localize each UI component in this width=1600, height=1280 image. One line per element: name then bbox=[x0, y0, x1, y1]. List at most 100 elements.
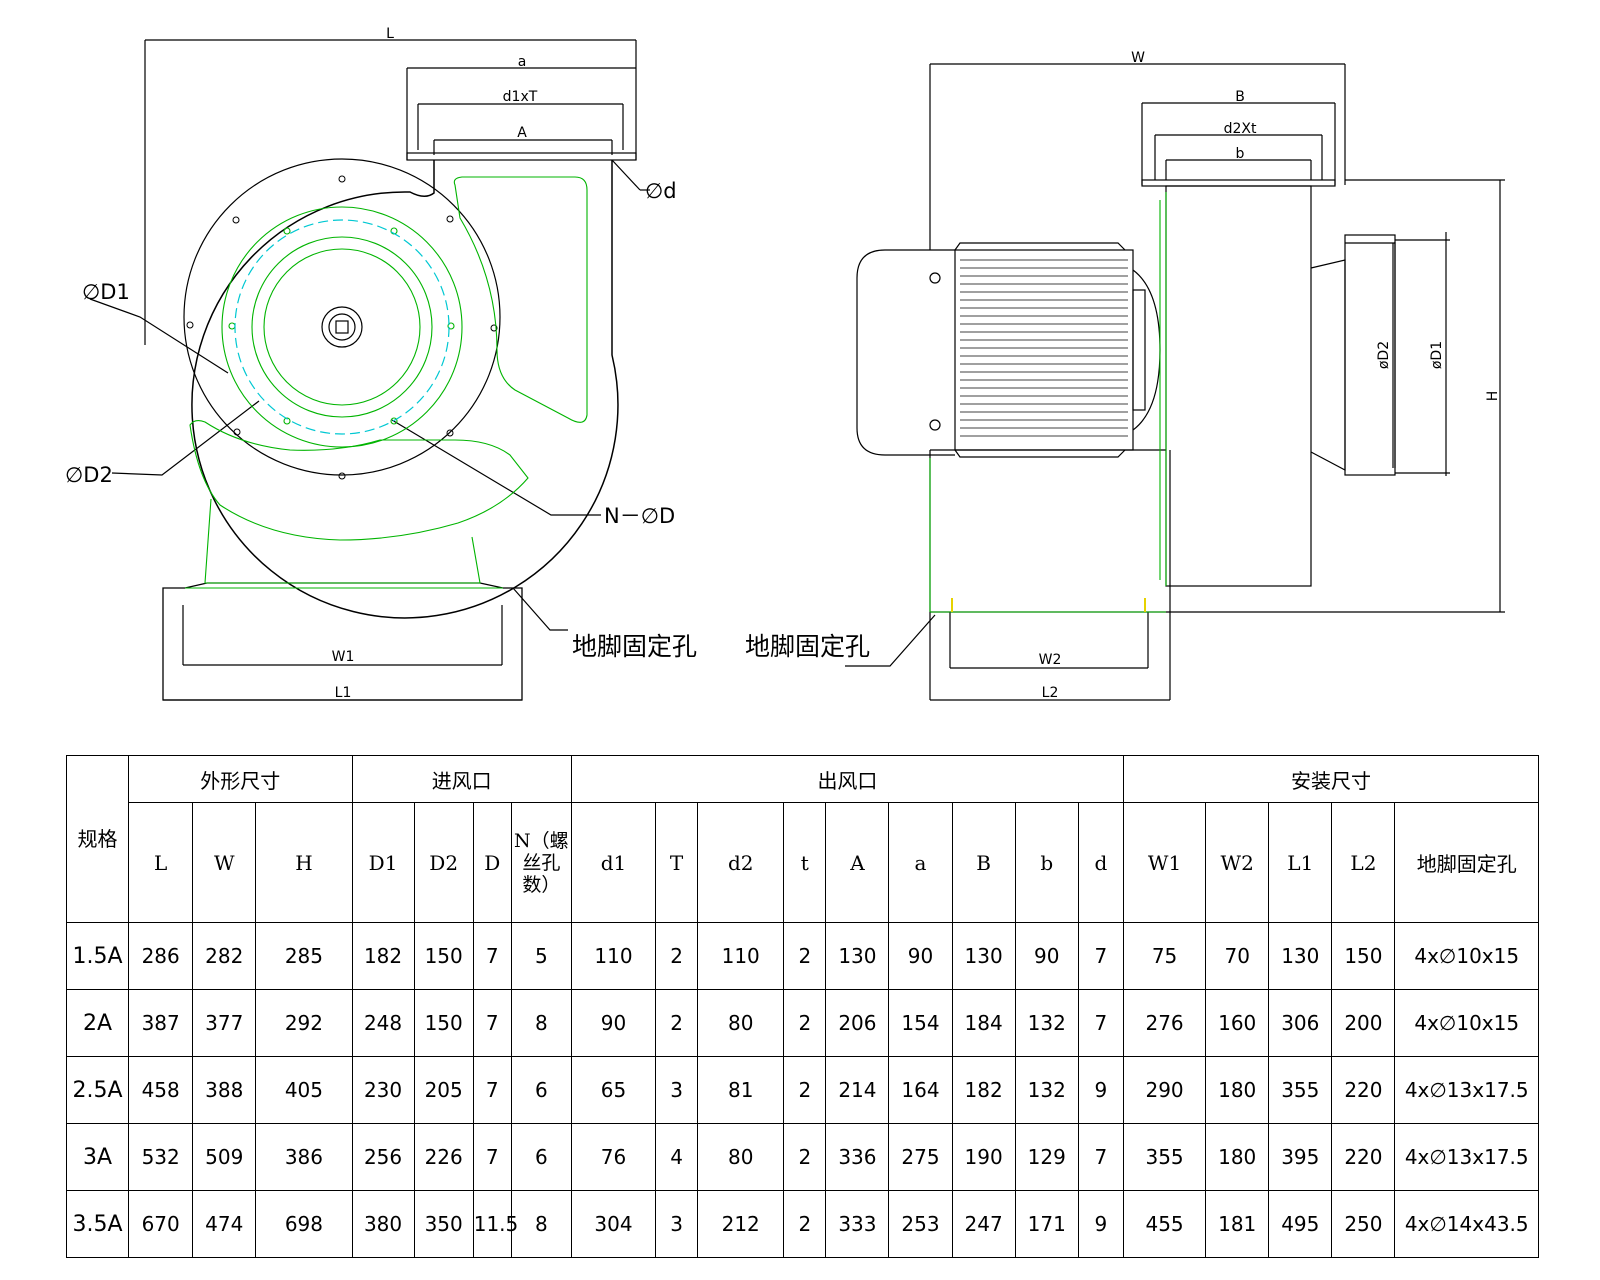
front-view-green bbox=[185, 176, 588, 589]
inlet-header: 进风口 bbox=[351, 755, 572, 803]
table-cell: 3 bbox=[655, 1190, 699, 1258]
table-cell: 4x∅14x43.5 bbox=[1394, 1190, 1539, 1258]
table-cell: 70 bbox=[1205, 922, 1270, 990]
table-cell: 130 bbox=[825, 922, 890, 990]
table-cell: 2 bbox=[783, 989, 827, 1057]
side-view-yellow bbox=[951, 598, 1146, 612]
col-header: W bbox=[192, 802, 257, 923]
dim-D2-label-front: ∅D2 bbox=[65, 463, 113, 487]
table-cell: 7 bbox=[472, 922, 512, 990]
col-header: W1 bbox=[1122, 802, 1207, 923]
dim-W1-label: W1 bbox=[332, 649, 355, 665]
bolt-circle bbox=[234, 219, 450, 435]
column-header-row: L W H D1 D2 D N（螺丝孔数） d1 T d2 t A a B b … bbox=[67, 802, 1539, 923]
table-cell: 7 bbox=[472, 989, 512, 1057]
table-cell: 350 bbox=[413, 1190, 474, 1258]
table-cell: 129 bbox=[1014, 1123, 1079, 1191]
table-cell: 90 bbox=[570, 989, 657, 1057]
table-cell: 333 bbox=[825, 1190, 890, 1258]
col-header: A bbox=[825, 802, 890, 923]
table-cell: 7 bbox=[1077, 1123, 1124, 1191]
table-cell: 7 bbox=[1077, 922, 1124, 990]
table-cell: 7 bbox=[1077, 989, 1124, 1057]
table-cell: 76 bbox=[570, 1123, 657, 1191]
dim-L-label: L bbox=[386, 26, 394, 42]
table-cell: 230 bbox=[351, 1056, 415, 1124]
table-cell: 377 bbox=[192, 989, 257, 1057]
table-cell: 2 bbox=[783, 922, 827, 990]
table-cell: 698 bbox=[255, 1190, 353, 1258]
table-cell: 206 bbox=[825, 989, 890, 1057]
table-cell: 4x∅13x17.5 bbox=[1394, 1123, 1539, 1191]
fan-technical-drawing: L a d1xT A ∅d ∅D1 ∅D2 N－∅D W1 L1 地脚固定孔 W… bbox=[65, 26, 1505, 701]
table-cell: 184 bbox=[951, 989, 1016, 1057]
col-header: L2 bbox=[1331, 802, 1396, 923]
col-header: D2 bbox=[413, 802, 474, 923]
col-header: H bbox=[255, 802, 353, 923]
table-cell: 11.5 bbox=[472, 1190, 518, 1258]
dim-NxD-label: N－∅D bbox=[604, 504, 675, 528]
table-cell: 285 bbox=[255, 922, 353, 990]
table-cell: 226 bbox=[413, 1123, 474, 1191]
outline-header: 外形尺寸 bbox=[128, 755, 353, 803]
table-cell: 150 bbox=[413, 922, 474, 990]
table-cell: 405 bbox=[255, 1056, 353, 1124]
col-header: W2 bbox=[1205, 802, 1270, 923]
table-cell: 253 bbox=[888, 1190, 953, 1258]
table-cell: 355 bbox=[1122, 1123, 1207, 1191]
table-cell: 532 bbox=[128, 1123, 194, 1191]
table-cell: 306 bbox=[1268, 989, 1333, 1057]
table-cell: 181 bbox=[1205, 1190, 1270, 1258]
front-view bbox=[89, 39, 650, 701]
table-cell: 132 bbox=[1014, 1056, 1079, 1124]
table-cell: 4x∅13x17.5 bbox=[1394, 1056, 1539, 1124]
foot-hole-label-front: 地脚固定孔 bbox=[572, 632, 697, 661]
table-cell: 4 bbox=[655, 1123, 699, 1191]
table-cell: 282 bbox=[192, 922, 257, 990]
col-header: L bbox=[128, 802, 194, 923]
dim-d2xt-label: d2Xt bbox=[1224, 121, 1257, 137]
side-view bbox=[845, 63, 1505, 701]
dim-D2-label-side: øD2 bbox=[1376, 341, 1392, 369]
table-cell: 8 bbox=[510, 989, 572, 1057]
table-cell: 132 bbox=[1014, 989, 1079, 1057]
table-cell: 200 bbox=[1331, 989, 1396, 1057]
dim-L2-label: L2 bbox=[1042, 685, 1059, 701]
table-cell: 9 bbox=[1077, 1190, 1124, 1258]
table-cell: 495 bbox=[1268, 1190, 1333, 1258]
table-cell: 65 bbox=[570, 1056, 657, 1124]
dim-H-label: H bbox=[1485, 391, 1501, 402]
table-cell: 380 bbox=[351, 1190, 415, 1258]
table-cell: 386 bbox=[255, 1123, 353, 1191]
spec-model-cell: 3.5A bbox=[65, 1190, 130, 1258]
table-cell: 182 bbox=[951, 1056, 1016, 1124]
table-cell: 455 bbox=[1122, 1190, 1207, 1258]
table-cell: 2 bbox=[655, 922, 699, 990]
spec-model-cell: 2A bbox=[65, 989, 130, 1057]
table-cell: 205 bbox=[413, 1056, 474, 1124]
table-cell: 154 bbox=[888, 989, 953, 1057]
table-cell: 286 bbox=[128, 922, 194, 990]
table-cell: 182 bbox=[351, 922, 415, 990]
table-cell: 7 bbox=[472, 1123, 512, 1191]
table-cell: 190 bbox=[951, 1123, 1016, 1191]
table-cell: 110 bbox=[570, 922, 657, 990]
spec-model-cell: 3A bbox=[65, 1123, 130, 1191]
col-header: d bbox=[1077, 802, 1124, 923]
dim-b-label: b bbox=[1236, 146, 1245, 162]
table-cell: 110 bbox=[697, 922, 785, 990]
table-cell: 290 bbox=[1122, 1056, 1207, 1124]
table-cell: 2 bbox=[783, 1190, 827, 1258]
dim-W-label: W bbox=[1131, 50, 1145, 66]
table-cell: 212 bbox=[697, 1190, 785, 1258]
table-cell: 355 bbox=[1268, 1056, 1333, 1124]
table-cell: 150 bbox=[413, 989, 474, 1057]
install-header: 安装尺寸 bbox=[1122, 755, 1540, 803]
dim-W2-label: W2 bbox=[1039, 652, 1062, 668]
spec-model-cell: 2.5A bbox=[65, 1056, 130, 1124]
foot-hole-label-side: 地脚固定孔 bbox=[745, 632, 870, 661]
